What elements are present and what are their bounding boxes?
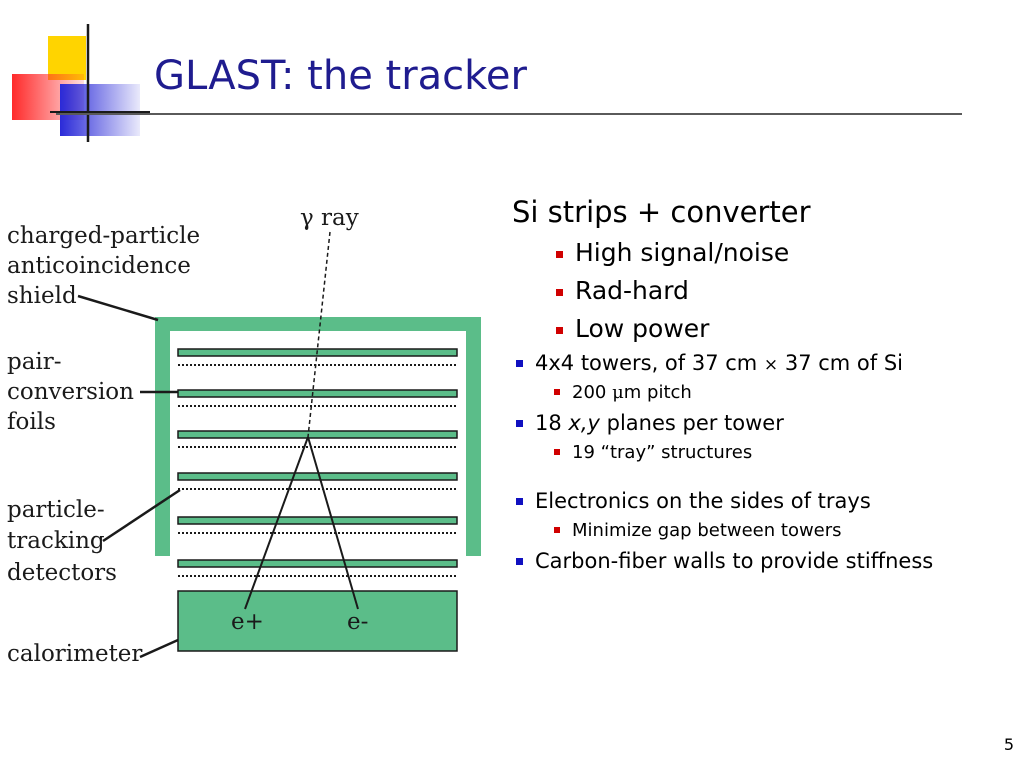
positron-track [244, 436, 309, 610]
gamma-ray-label: γ ray [300, 205, 359, 231]
blue-square-bullet-icon [516, 558, 523, 565]
tracker-tray [177, 516, 458, 525]
bullet-carbon-fiber: Carbon-fiber walls to provide stiffness [512, 549, 1017, 573]
heading-text: Si strips + converter [512, 195, 811, 229]
sub-bullet-text: Minimize gap between towers [572, 520, 842, 541]
towers-text-start: 4x4 towers, of 37 cm [535, 351, 764, 375]
tracking-label-line-2: tracking [7, 528, 105, 554]
calorimeter-leader-line [139, 638, 179, 659]
sub-bullet-text: Rad-hard [575, 276, 689, 305]
sub-bullet-text: 200 μm pitch [572, 382, 692, 403]
bullet-towers: 4x4 towers, of 37 cm × 37 cm of Si [512, 351, 1017, 375]
foils-label-line-3: foils [7, 409, 56, 435]
pitch-value: 200 [572, 382, 613, 403]
shield-label-line-2: anticoincidence [7, 253, 191, 279]
logo-blue-bar [60, 84, 140, 136]
tracking-label-line-3: detectors [7, 560, 117, 586]
sub-bullet-pitch: 200 μm pitch [512, 382, 1017, 403]
planes-text: planes per tower [599, 411, 784, 435]
foils-label-line-1: pair- [7, 349, 62, 375]
tracking-label-line-1: particle- [7, 497, 105, 523]
sub-bullet-text: High signal/noise [575, 238, 790, 267]
bullet-electronics: Electronics on the sides of trays [512, 489, 1017, 513]
corner-logo-decoration [12, 24, 150, 142]
page-number: 5 [1003, 735, 1014, 754]
planes-xy: x,y [568, 411, 600, 435]
tracker-diagram: γ ray charged-particle anticoincidence s… [7, 205, 481, 667]
bullet-list: Si strips + converter High signal/noise … [512, 195, 1017, 573]
sub-bullet-trays: 19 “tray” structures [512, 442, 1017, 463]
bullet-text: 18 x,y planes per tower [535, 411, 784, 435]
bullet-text: Carbon-fiber walls to provide stiffness [535, 549, 934, 573]
shield-leader-line [77, 294, 159, 322]
sub-bullet-text: 19 “tray” structures [572, 442, 753, 463]
positron-label: e+ [231, 609, 264, 635]
micro-symbol: μ [612, 382, 624, 403]
bullet-text: 4x4 towers, of 37 cm × 37 cm of Si [535, 351, 903, 375]
foils-label-line-2: conversion [7, 379, 134, 405]
tracker-tray [177, 389, 458, 398]
calorimeter-block [177, 590, 458, 652]
sub-bullet-low-power: Low power [512, 314, 1017, 343]
planes-count: 18 [535, 411, 569, 435]
red-square-bullet-icon [554, 449, 560, 455]
blue-square-bullet-icon [516, 498, 523, 505]
shield-label-line-3: shield [7, 283, 77, 309]
tracker-tray [177, 559, 458, 568]
red-square-bullet-icon [554, 527, 560, 533]
electron-track [307, 436, 359, 610]
tracking-leader-line [102, 488, 181, 543]
electron-label: e- [347, 609, 368, 635]
pitch-unit: m pitch [623, 382, 692, 403]
shield-label-line-1: charged-particle [7, 223, 200, 249]
bullet-text: Electronics on the sides of trays [535, 489, 871, 513]
red-square-bullet-icon [554, 389, 560, 395]
bullet-heading: Si strips + converter [512, 195, 1017, 229]
blue-square-bullet-icon [516, 420, 523, 427]
slide-title: GLAST: the tracker [154, 53, 527, 99]
tracker-tray [177, 472, 458, 481]
sub-bullet-signal-noise: High signal/noise [512, 238, 1017, 267]
sub-bullet-gap: Minimize gap between towers [512, 520, 1017, 541]
calorimeter-label: calorimeter [7, 641, 142, 667]
towers-text-end: 37 cm of Si [778, 351, 904, 375]
gamma-ray-path [307, 231, 331, 438]
times-symbol: × [763, 355, 779, 375]
sub-bullet-rad-hard: Rad-hard [512, 276, 1017, 305]
blue-square-bullet-icon [516, 360, 523, 367]
tracker-tray [177, 430, 458, 439]
bullet-planes: 18 x,y planes per tower [512, 411, 1017, 435]
title-underline-rule [56, 113, 962, 115]
red-square-bullet-icon [556, 251, 563, 258]
logo-yellow-square [48, 36, 86, 80]
red-square-bullet-icon [556, 327, 563, 334]
sub-bullet-text: Low power [575, 314, 710, 343]
tray-stack [177, 348, 458, 577]
red-square-bullet-icon [556, 289, 563, 296]
